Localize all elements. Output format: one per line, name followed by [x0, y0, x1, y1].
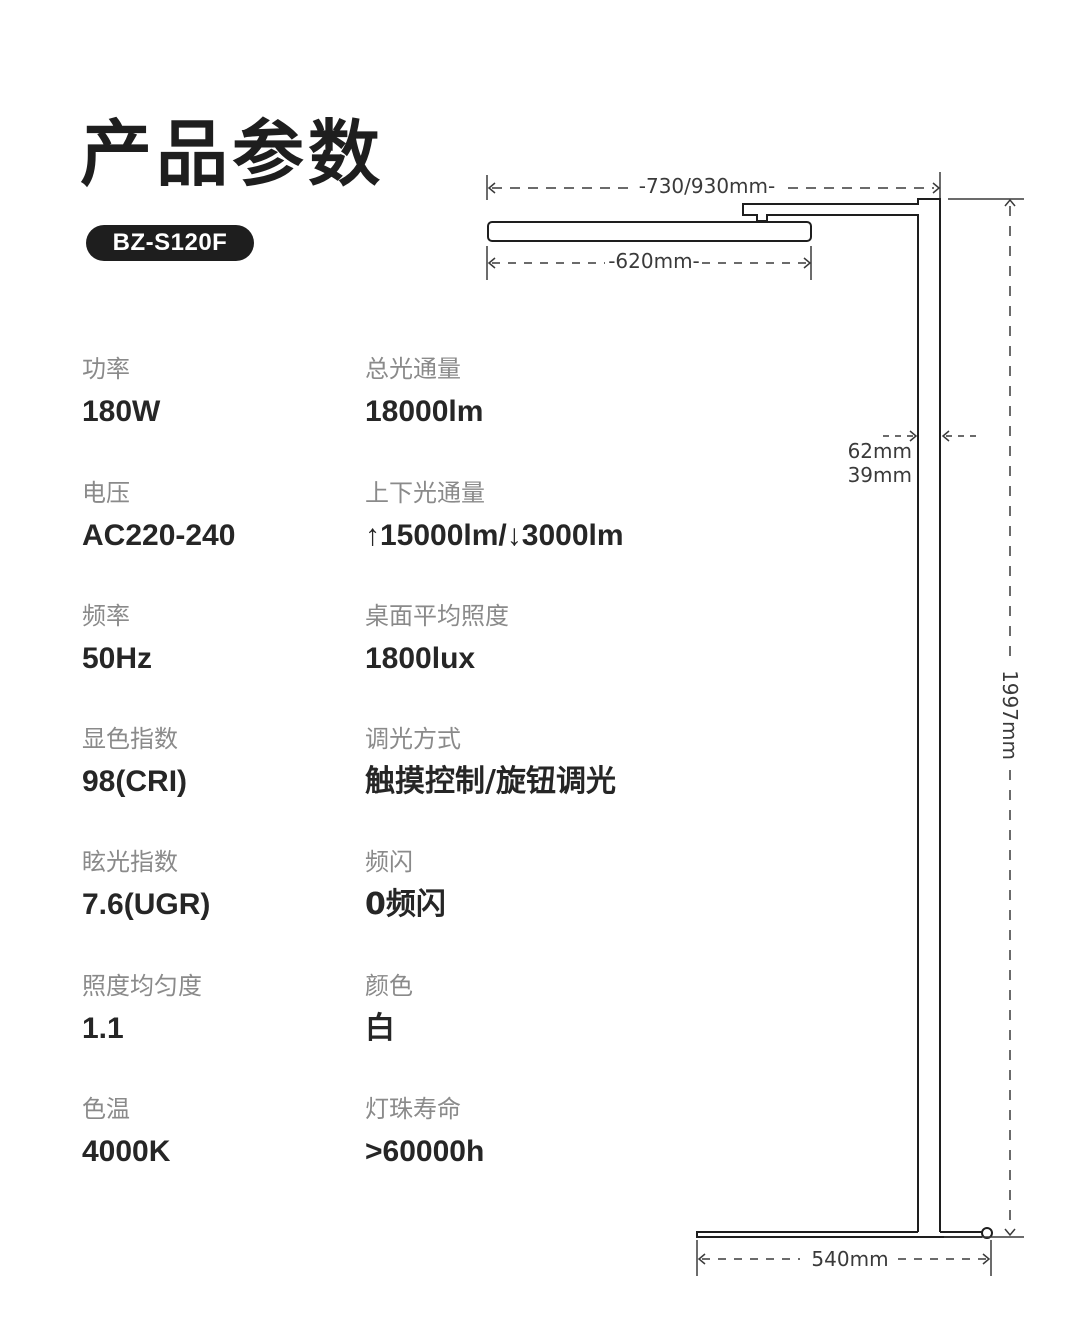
dim-base-length-label: 540mm	[811, 1247, 888, 1271]
spec-value: 4000K	[82, 1135, 171, 1168]
spec-label: 桌面平均照度	[365, 602, 509, 630]
lamp-pole-arm	[742, 198, 941, 1232]
spec-color-temp: 色温 4000K	[82, 1097, 170, 1167]
spec-label: 灯珠寿命	[365, 1095, 461, 1123]
spec-color: 颜色 白	[365, 974, 413, 1044]
spec-label: 频闪	[365, 848, 413, 876]
spec-value: 7.6(UGR)	[82, 888, 211, 921]
spec-value: 98(CRI)	[82, 765, 188, 798]
lamp-head	[487, 221, 812, 242]
spec-value: 1.1	[82, 1012, 124, 1045]
spec-label: 上下光通量	[365, 479, 485, 507]
base-wheel	[981, 1227, 993, 1239]
spec-frequency: 频率 50Hz	[82, 604, 152, 674]
model-badge: BZ-S120F	[86, 225, 254, 261]
spec-desk-illuminance: 桌面平均照度 1800lux	[365, 604, 509, 674]
spec-label: 频率	[82, 602, 130, 630]
spec-value: AC220-240	[82, 519, 236, 552]
spec-value: 0频闪	[365, 887, 446, 922]
spec-label: 颜色	[365, 972, 413, 1000]
spec-value: 触摸控制/旋钮调光	[365, 764, 616, 799]
spec-label: 照度均匀度	[82, 972, 202, 1000]
spec-ugr: 眩光指数 7.6(UGR)	[82, 850, 210, 920]
spec-up-down-flux: 上下光通量 ↑15000lm/↓3000lm	[365, 481, 624, 551]
spec-label: 电压	[82, 479, 130, 507]
dim-pole-width-2-label: 39mm	[848, 463, 912, 487]
spec-power: 功率 180W	[82, 357, 160, 427]
dim-head-length-label: -620mm-	[608, 249, 700, 273]
spec-cri: 显色指数 98(CRI)	[82, 727, 187, 797]
spec-label: 功率	[82, 355, 130, 383]
dim-height-label: 1997mm	[998, 670, 1022, 760]
spec-dimming: 调光方式 触摸控制/旋钮调光	[365, 727, 616, 797]
spec-led-lifespan: 灯珠寿命 >60000h	[365, 1097, 484, 1167]
page-title: 产品参数	[80, 112, 385, 196]
spec-label: 总光通量	[365, 355, 461, 383]
spec-value: >60000h	[365, 1135, 485, 1168]
dim-pole-width-1-label: 62mm	[848, 439, 912, 463]
spec-label: 调光方式	[365, 725, 461, 753]
dim-arm-length-label: -730/930mm-	[639, 174, 775, 198]
spec-value: 18000lm	[365, 395, 484, 428]
spec-value: 180W	[82, 395, 161, 428]
spec-voltage: 电压 AC220-240	[82, 481, 235, 551]
spec-label: 眩光指数	[82, 848, 178, 876]
lamp-base	[696, 1231, 982, 1238]
spec-flicker: 频闪 0频闪	[365, 850, 446, 920]
spec-value: ↑15000lm/↓3000lm	[365, 519, 624, 552]
spec-uniformity: 照度均匀度 1.1	[82, 974, 202, 1044]
spec-luminous-flux: 总光通量 18000lm	[365, 357, 483, 427]
spec-value: 白	[365, 1011, 395, 1046]
spec-value: 50Hz	[82, 642, 153, 675]
spec-label: 色温	[82, 1095, 130, 1123]
spec-value: 1800lux	[365, 642, 476, 675]
spec-label: 显色指数	[82, 725, 178, 753]
